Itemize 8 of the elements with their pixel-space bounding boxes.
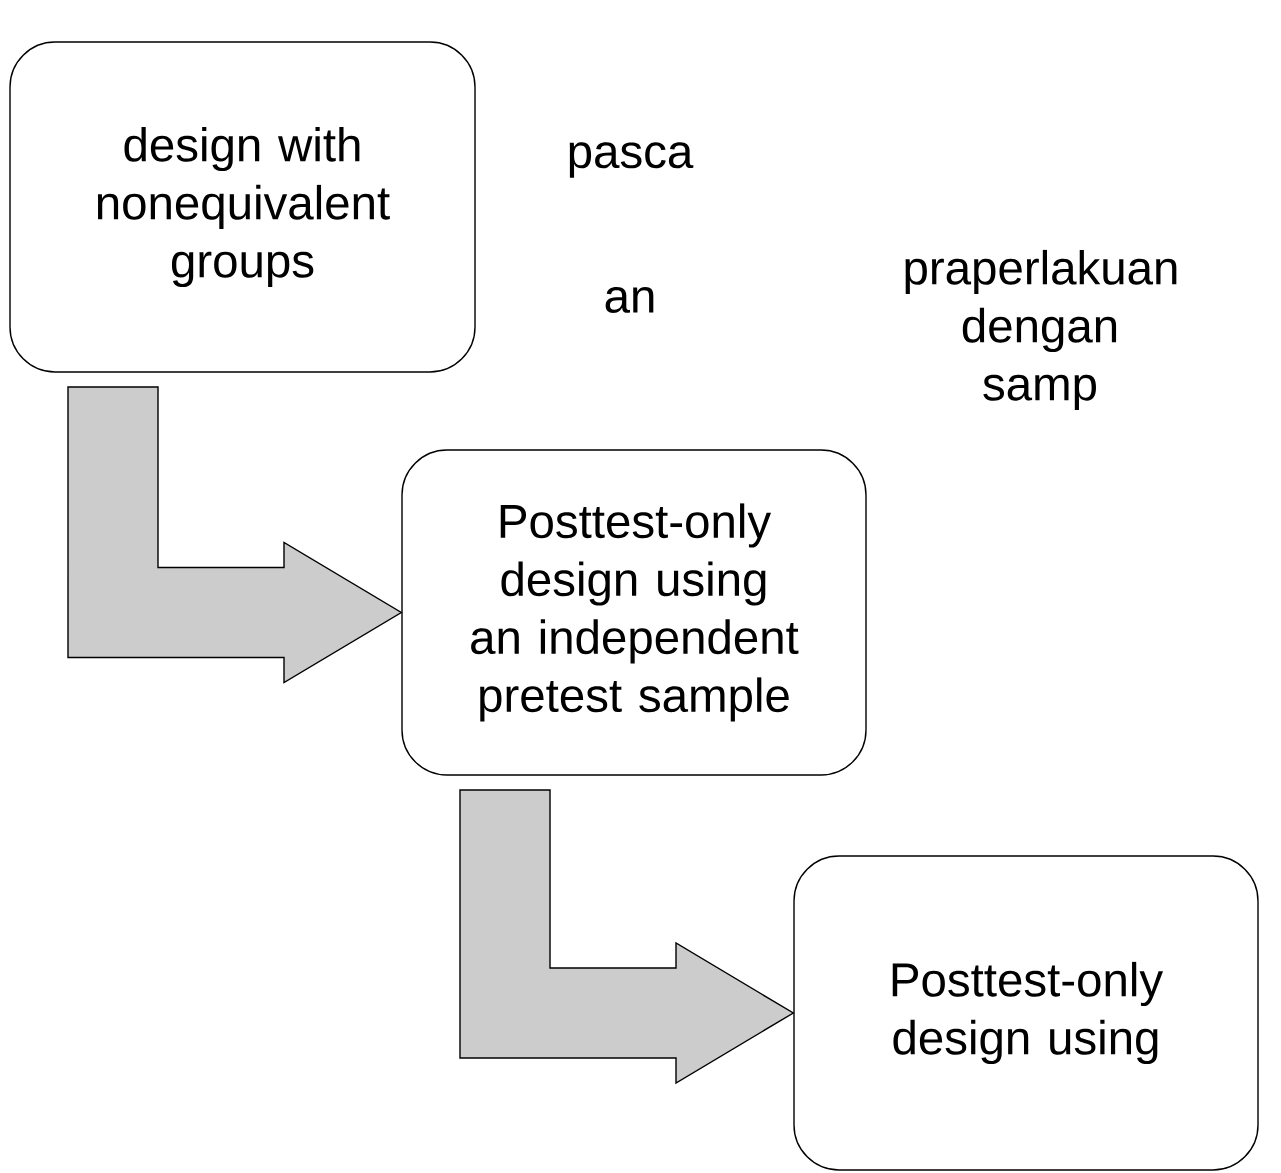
bent-arrow — [67, 386, 403, 684]
process-box: Posttest-only design using — [793, 855, 1259, 1171]
label: an — [605, 287, 654, 313]
process-box: Posttest-only design using an independent pretest sample — [401, 449, 867, 776]
label: pasca — [569, 142, 694, 178]
label: praperlakuan dengan samp — [905, 249, 1177, 411]
bent-arrow — [459, 789, 795, 1085]
process-box: design with nonequivalent groups — [9, 41, 476, 373]
